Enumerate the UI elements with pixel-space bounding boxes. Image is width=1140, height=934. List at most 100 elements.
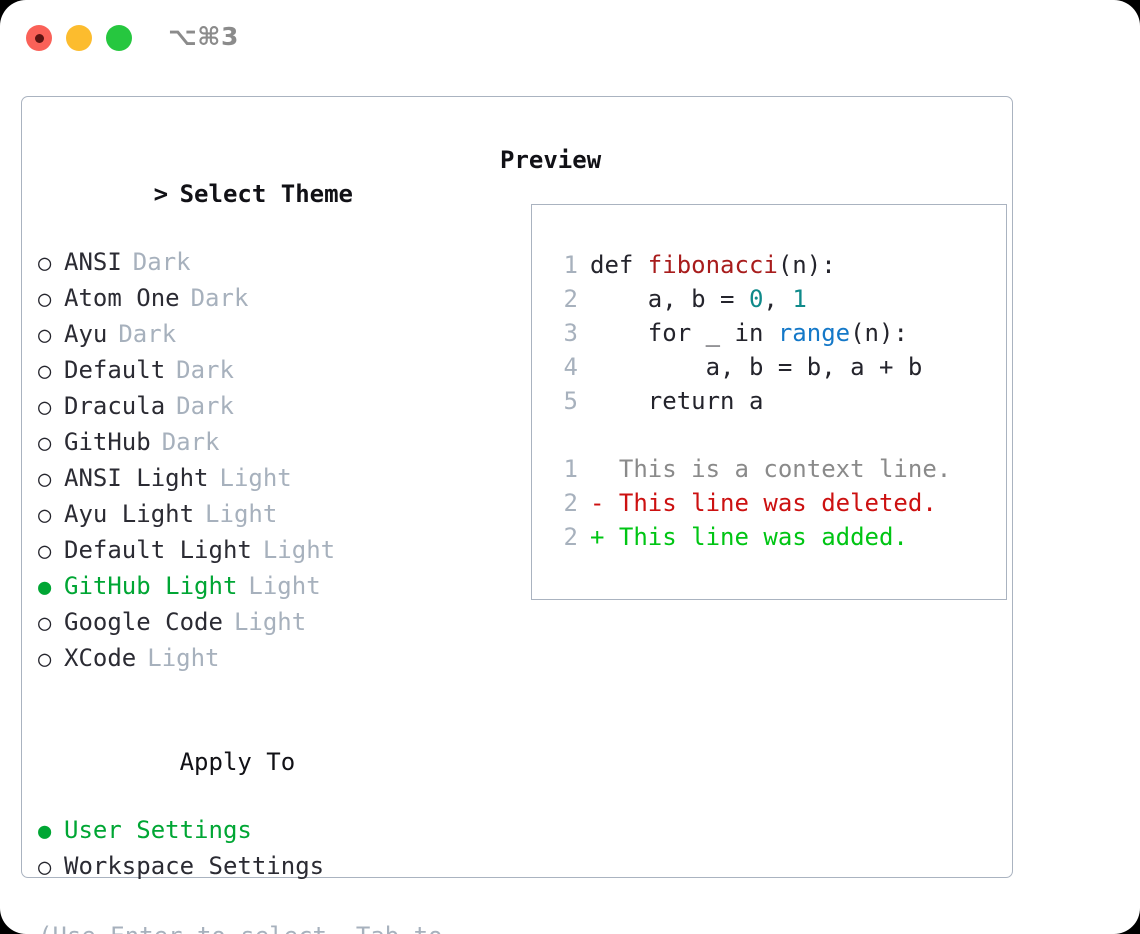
diff-line-text: This is a context line.	[590, 455, 952, 483]
line-number: 2	[563, 285, 578, 313]
radio-selected-icon: ●	[38, 575, 52, 600]
radio-unselected-icon: ○	[38, 359, 52, 384]
radio-unselected-icon: ○	[38, 539, 52, 564]
code-line: 5 return a	[552, 384, 992, 418]
code-token-plain: for _ in	[590, 319, 778, 347]
code-token-plain: return a	[590, 387, 764, 415]
theme-option[interactable]: ○ GitHub Dark	[38, 425, 478, 461]
diff-line: 2- This line was deleted.	[552, 486, 992, 520]
theme-option-label: Atom One	[64, 284, 180, 312]
caret-icon: >	[153, 180, 169, 208]
theme-option-label: Google Code	[64, 608, 223, 636]
theme-option-label: Default Light	[64, 536, 252, 564]
theme-option[interactable]: ● GitHub Light Light	[38, 569, 478, 605]
code-token-call: range	[777, 319, 851, 347]
code-line: 2 a, b = 0, 1	[552, 282, 992, 316]
theme-option-label: Default	[64, 356, 166, 384]
help-spacer	[38, 885, 478, 919]
line-number: 5	[563, 387, 578, 415]
code-line: 4 a, b = b, a + b	[552, 350, 992, 384]
minimize-button[interactable]	[66, 25, 92, 51]
radio-selected-icon: ●	[38, 819, 52, 844]
apply-to-option-label: User Settings	[64, 816, 252, 844]
apply-to-heading: Apply To	[38, 711, 478, 813]
keyboard-shortcut-label: ⌥⌘3	[168, 22, 239, 51]
title-bar: ⌥⌘3	[0, 0, 1140, 76]
code-token-plain: (n):	[777, 251, 836, 279]
apply-to-heading-text: Apply To	[179, 748, 296, 776]
code-token-num: 1	[792, 285, 807, 313]
theme-variant-tag: Dark	[176, 356, 234, 384]
theme-variant-tag: Dark	[161, 428, 220, 456]
theme-variant-tag: Light	[147, 644, 220, 672]
code-diff-gap	[552, 418, 992, 452]
code-token-plain: a, b = b, a + b	[590, 353, 923, 381]
code-line: 3 for _ in range(n):	[552, 316, 992, 350]
theme-option-label: ANSI	[64, 248, 122, 276]
theme-option[interactable]: ○ ANSI Light Light	[38, 461, 478, 497]
theme-option-label: Ayu	[64, 320, 108, 348]
theme-option[interactable]: ○ Dracula Dark	[38, 389, 478, 425]
line-number: 4	[563, 353, 578, 381]
radio-unselected-icon: ○	[38, 467, 52, 492]
line-number: 1	[563, 455, 578, 483]
diff-line-text: - This line was deleted.	[590, 489, 937, 517]
preview-heading: Preview	[500, 146, 602, 174]
theme-option[interactable]: ○ Default Light Light	[38, 533, 478, 569]
theme-variant-tag: Light	[248, 572, 321, 600]
code-line-text: a, b = 0, 1	[590, 282, 807, 316]
diff-block: 1 This is a context line.2- This line wa…	[552, 452, 992, 554]
line-number: 2	[563, 523, 578, 551]
radio-unselected-icon: ○	[38, 431, 52, 456]
theme-option[interactable]: ○ Ayu Light Light	[38, 497, 478, 533]
zoom-button[interactable]	[106, 25, 132, 51]
radio-unselected-icon: ○	[38, 611, 52, 636]
theme-option-label: GitHub	[64, 428, 151, 456]
apply-to-option-label: Workspace Settings	[64, 852, 325, 880]
theme-option-label: Ayu Light	[64, 500, 195, 528]
theme-option[interactable]: ○ Default Dark	[38, 353, 478, 389]
close-button[interactable]	[26, 25, 52, 51]
theme-variant-tag: Dark	[176, 392, 234, 420]
apply-to-indent	[154, 745, 180, 779]
theme-option[interactable]: ○ Google Code Light	[38, 605, 478, 641]
theme-variant-tag: Dark	[190, 284, 249, 312]
radio-unselected-icon: ○	[38, 287, 52, 312]
theme-option[interactable]: ○ Atom One Dark	[38, 281, 478, 317]
theme-variant-tag: Light	[205, 500, 278, 528]
theme-variant-tag: Dark	[118, 320, 177, 348]
apply-to-option[interactable]: ○Workspace Settings	[38, 849, 478, 885]
line-number: 3	[563, 319, 578, 347]
window-controls	[26, 25, 132, 51]
code-line-text: return a	[590, 384, 764, 418]
radio-unselected-icon: ○	[38, 395, 52, 420]
theme-variant-tag: Light	[262, 536, 336, 564]
theme-option[interactable]: ○ XCode Light	[38, 641, 478, 677]
code-token-plain: def	[590, 251, 648, 279]
theme-option-label: ANSI Light	[64, 464, 209, 492]
theme-variant-tag: Light	[233, 608, 307, 636]
code-token-plain: a, b =	[590, 285, 749, 313]
code-line-text: for _ in range(n):	[590, 316, 908, 350]
theme-option-label: Dracula	[64, 392, 166, 420]
radio-unselected-icon: ○	[38, 647, 52, 672]
apply-to-option[interactable]: ● User Settings	[38, 813, 478, 849]
theme-variant-tag: Light	[219, 464, 292, 492]
theme-option-label: XCode	[64, 644, 137, 672]
theme-option-label: GitHub Light	[64, 572, 238, 600]
code-token-plain: (n):	[850, 319, 908, 347]
diff-line: 2+ This line was added.	[552, 520, 992, 554]
radio-unselected-icon: ○	[38, 503, 52, 528]
code-line-text: a, b = b, a + b	[590, 350, 923, 384]
code-token-plain: ,	[763, 285, 793, 313]
diff-line: 1 This is a context line.	[552, 452, 992, 486]
code-token-num: 0	[748, 285, 764, 313]
